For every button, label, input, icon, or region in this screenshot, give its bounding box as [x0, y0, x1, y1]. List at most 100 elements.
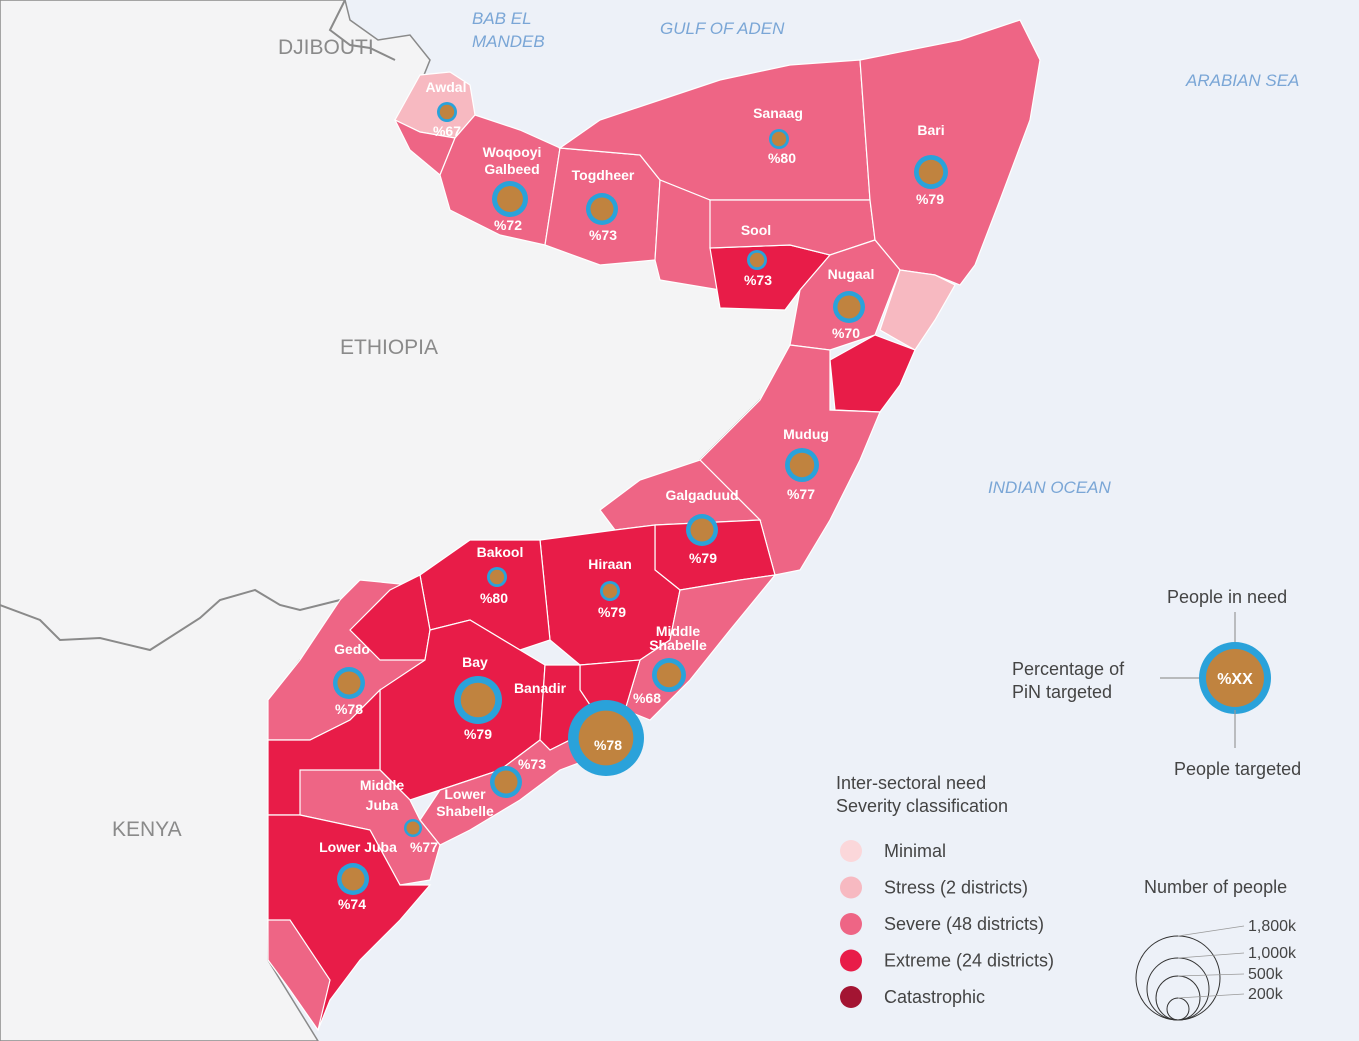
targeted-disc [656, 662, 682, 688]
ethiopia-kenya-border [0, 588, 341, 652]
targeted-disc [590, 197, 614, 221]
region-shape-lower-juba-south[interactable] [267, 919, 331, 1032]
legend-severity-severe: Severe (48 districts) [840, 913, 1044, 935]
legend-swatch [840, 840, 862, 862]
legend-size-item: 1,800k [1135, 918, 1297, 1021]
legend-sample-pct: %XX [1217, 671, 1253, 688]
region-bari[interactable]: Bari%79 [914, 122, 948, 207]
region-name: Middle [656, 623, 701, 639]
legend-severity-label: Minimal [884, 841, 946, 861]
region-name: Hiraan [588, 556, 632, 572]
legend-severity-label: Extreme (24 districts) [884, 951, 1054, 971]
region-name-line2: Juba [366, 797, 399, 813]
region-pct: %78 [335, 701, 363, 717]
region-pct: %79 [689, 550, 717, 566]
region-bay[interactable]: Bay%79 [454, 654, 502, 742]
region-hiraan[interactable]: Hiraan %79 [588, 556, 632, 620]
region-sool[interactable]: Sool%73 [741, 222, 772, 288]
region-name: Lower Juba [319, 839, 397, 855]
region-pct: %80 [480, 590, 508, 606]
region-name-line2: Shabelle [649, 637, 707, 653]
region-pct: %72 [494, 217, 522, 233]
legend-people-in-need: People in need [1167, 587, 1287, 607]
targeted-disc [837, 295, 861, 319]
region-name: Lower [444, 786, 486, 802]
region-name: Togdheer [572, 167, 635, 183]
region-name: Awdal [426, 79, 467, 95]
region-pct: %73 [589, 227, 617, 243]
region-pct: %79 [598, 604, 626, 620]
region-pct: %70 [832, 325, 860, 341]
region-nugaal[interactable]: Nugaal %70 [828, 266, 875, 341]
region-togdheer[interactable]: Togdheer %73 [572, 167, 635, 243]
region-name-line2: Galbeed [484, 161, 539, 177]
region-pct: %77 [410, 839, 438, 855]
legend-size-label: 1,800k [1248, 918, 1297, 935]
legend-swatch [840, 876, 862, 899]
region-sanaag[interactable]: Sanaag %80 [753, 105, 803, 166]
legend-size-label: 1,000k [1248, 945, 1297, 962]
region-gedo[interactable]: Gedo %78 [333, 641, 370, 717]
region-bakool[interactable]: Bakool %80 [477, 544, 524, 606]
legend-pct-line1: Percentage of [1012, 659, 1125, 679]
legend-severity-label: Catastrophic [884, 987, 985, 1007]
legend-severity: Inter-sectoral need Severity classificat… [836, 773, 1054, 1008]
targeted-disc [341, 867, 365, 891]
region-pct: %73 [744, 272, 772, 288]
water-label-bab-el: BAB EL [472, 9, 532, 28]
region-pct: %79 [916, 191, 944, 207]
targeted-disc [439, 104, 455, 120]
legend-swatch [840, 913, 862, 935]
country-label-kenya: KENYA [112, 818, 182, 841]
country-label-djibouti: DJIBOUTI [278, 36, 374, 59]
region-name-line2: Shabelle [436, 803, 494, 819]
region-pct: %77 [787, 486, 815, 502]
targeted-disc [494, 770, 518, 794]
targeted-disc [578, 710, 634, 766]
region-name: Banadir [514, 680, 567, 696]
legend-severity-extreme: Extreme (24 districts) [840, 949, 1054, 972]
legend-size-item: 500k [1155, 966, 1284, 1021]
targeted-disc [918, 159, 944, 185]
region-name: Gedo [334, 641, 370, 657]
legend-severity-minimal: Minimal [840, 840, 946, 862]
targeted-disc [789, 452, 815, 478]
region-pct: %79 [464, 726, 492, 742]
region-name: Mudug [783, 426, 829, 442]
region-awdal[interactable]: Awdal%67 [426, 79, 467, 139]
legend-severity-title-2: Severity classification [836, 796, 1008, 816]
legend-size-item: 200k [1166, 986, 1284, 1021]
region-name: Sanaag [753, 105, 803, 121]
legend-swatch [840, 986, 862, 1008]
legend-severity-title-1: Inter-sectoral need [836, 773, 986, 793]
region-name: Nugaal [828, 266, 875, 282]
region-pct: %80 [768, 150, 796, 166]
legend-pct-line2: PiN targeted [1012, 682, 1112, 702]
legend-severity-catastrophic: Catastrophic [840, 986, 985, 1008]
targeted-disc [460, 682, 496, 718]
region-shape-nugaal-coast[interactable] [879, 269, 956, 351]
region-galgaduud[interactable]: Galgaduud%79 [665, 487, 738, 566]
region-mudug[interactable]: Mudug %77 [783, 426, 829, 502]
legend-bubble-explainer: People in need Percentage of PiN targete… [1012, 587, 1301, 779]
country-label-ethiopia: ETHIOPIA [340, 336, 438, 359]
water-label-indian-ocean: INDIAN OCEAN [988, 478, 1112, 497]
legend-size-label: 200k [1248, 986, 1284, 1003]
targeted-disc [497, 186, 523, 212]
water-label-mandeb: MANDEB [472, 32, 545, 51]
targeted-disc [337, 671, 361, 695]
region-banadir[interactable]: Banadir%78 [514, 680, 644, 776]
region-name: Bakool [477, 544, 524, 560]
legend-targeted-disc [1206, 649, 1264, 707]
region-pct: %73 [518, 756, 546, 772]
djibouti-border [328, 0, 396, 61]
legend-size-leader [1177, 925, 1245, 937]
region-lower-juba[interactable]: Lower Juba%74 [319, 839, 397, 912]
legend-size-leader [1177, 973, 1245, 977]
